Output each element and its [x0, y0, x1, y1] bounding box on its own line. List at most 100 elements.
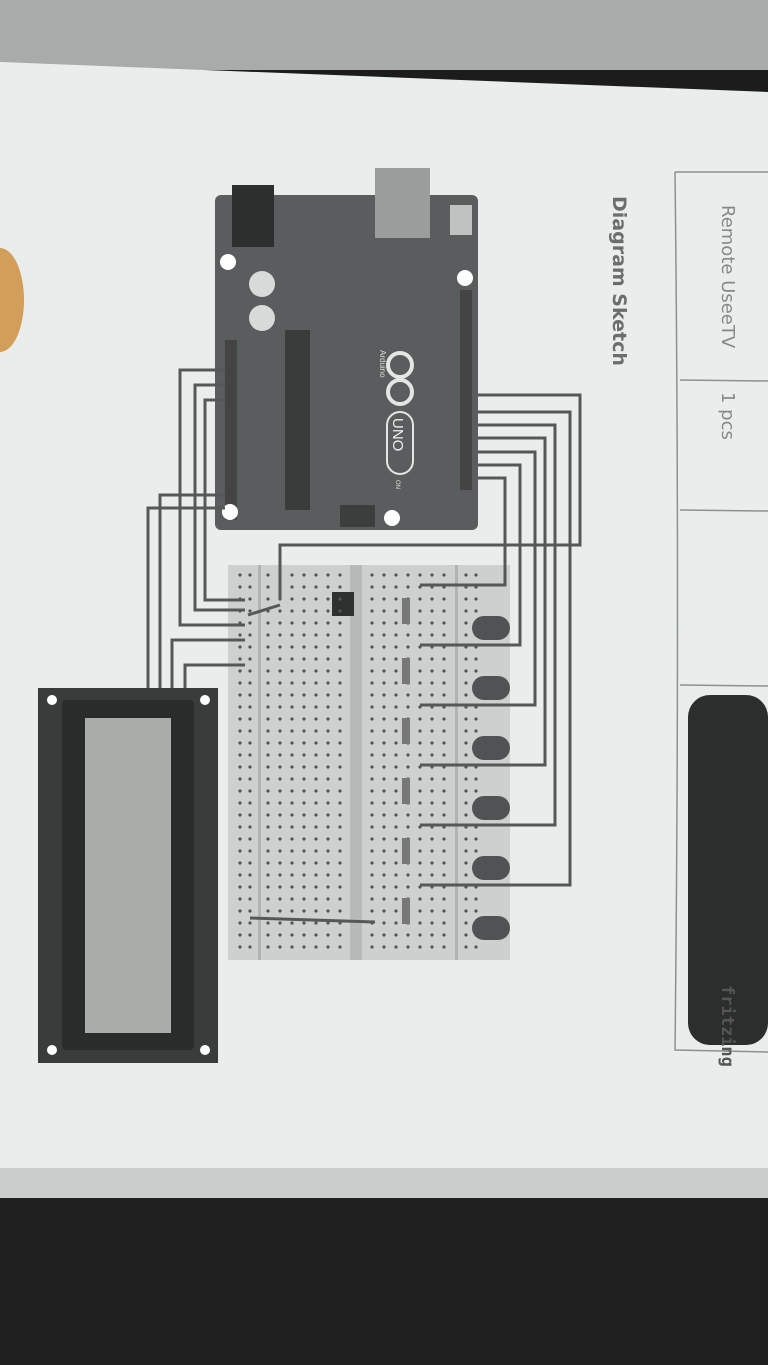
- breadboard-hole: [290, 573, 294, 577]
- breadboard-hole: [338, 621, 342, 625]
- breadboard-hole: [326, 765, 330, 769]
- breadboard-hole: [464, 741, 468, 745]
- breadboard-hole: [406, 705, 410, 709]
- breadboard-hole: [238, 909, 242, 913]
- breadboard-hole: [370, 585, 374, 589]
- breadboard-hole: [326, 849, 330, 853]
- breadboard-hole: [370, 729, 374, 733]
- breadboard-hole: [338, 801, 342, 805]
- breadboard-hole: [326, 741, 330, 745]
- breadboard-hole: [418, 681, 422, 685]
- breadboard-hole: [370, 669, 374, 673]
- breadboard-hole: [394, 825, 398, 829]
- breadboard-hole: [464, 621, 468, 625]
- breadboard-hole: [248, 777, 252, 781]
- breadboard-hole: [290, 729, 294, 733]
- breadboard-hole: [430, 597, 434, 601]
- breadboard-hole: [238, 777, 242, 781]
- breadboard-hole: [326, 657, 330, 661]
- breadboard-hole: [326, 597, 330, 601]
- breadboard-hole: [266, 585, 270, 589]
- breadboard-hole: [290, 909, 294, 913]
- breadboard-hole: [278, 909, 282, 913]
- breadboard: [228, 565, 510, 960]
- breadboard-hole: [382, 765, 386, 769]
- breadboard-hole: [442, 777, 446, 781]
- breadboard-hole: [238, 861, 242, 865]
- breadboard-hole: [290, 741, 294, 745]
- breadboard-hole: [370, 849, 374, 853]
- breadboard-hole: [474, 573, 478, 577]
- breadboard-hole: [248, 645, 252, 649]
- breadboard-hole: [248, 789, 252, 793]
- breadboard-hole: [394, 585, 398, 589]
- breadboard-hole: [442, 801, 446, 805]
- breadboard-hole: [290, 681, 294, 685]
- breadboard-hole: [314, 633, 318, 637]
- breadboard-hole: [382, 825, 386, 829]
- breadboard-hole: [394, 573, 398, 577]
- breadboard-hole: [382, 657, 386, 661]
- breadboard-hole: [406, 813, 410, 817]
- breadboard-hole: [314, 789, 318, 793]
- breadboard-hole: [394, 729, 398, 733]
- bottom-background: [0, 1198, 768, 1365]
- breadboard-hole: [442, 597, 446, 601]
- breadboard-hole: [442, 753, 446, 757]
- breadboard-hole: [382, 801, 386, 805]
- breadboard-hole: [418, 729, 422, 733]
- breadboard-hole: [238, 945, 242, 949]
- breadboard-hole: [464, 753, 468, 757]
- breadboard-hole: [238, 765, 242, 769]
- breadboard-hole: [290, 753, 294, 757]
- breadboard-hole: [430, 573, 434, 577]
- breadboard-hole: [430, 921, 434, 925]
- breadboard-hole: [302, 753, 306, 757]
- breadboard-hole: [442, 681, 446, 685]
- breadboard-hole: [314, 885, 318, 889]
- breadboard-hole: [418, 621, 422, 625]
- reset-button: [450, 205, 472, 235]
- breadboard-hole: [394, 597, 398, 601]
- breadboard-hole: [238, 873, 242, 877]
- breadboard-hole: [238, 705, 242, 709]
- breadboard-hole: [382, 861, 386, 865]
- fritzing-credit: fritzing: [717, 985, 737, 1067]
- breadboard-hole: [290, 669, 294, 673]
- breadboard-hole: [418, 909, 422, 913]
- breadboard-hole: [238, 669, 242, 673]
- breadboard-hole: [418, 741, 422, 745]
- breadboard-hole: [302, 573, 306, 577]
- breadboard-hole: [248, 657, 252, 661]
- breadboard-hole: [338, 885, 342, 889]
- breadboard-hole: [290, 933, 294, 937]
- breadboard-hole: [418, 669, 422, 673]
- breadboard-hole: [248, 933, 252, 937]
- breadboard-hole: [314, 573, 318, 577]
- breadboard-hole: [314, 717, 318, 721]
- breadboard-hole: [338, 813, 342, 817]
- breadboard-hole: [442, 945, 446, 949]
- breadboard-hole: [474, 945, 478, 949]
- breadboard-hole: [326, 705, 330, 709]
- breadboard-hole: [238, 717, 242, 721]
- breadboard-hole: [238, 633, 242, 637]
- breadboard-hole: [238, 693, 242, 697]
- breadboard-hole: [266, 789, 270, 793]
- breadboard-hole: [442, 849, 446, 853]
- breadboard-hole: [238, 753, 242, 757]
- breadboard-hole: [464, 837, 468, 841]
- breadboard-hole: [418, 945, 422, 949]
- breadboard-hole: [430, 909, 434, 913]
- breadboard-hole: [302, 645, 306, 649]
- breadboard-hole: [314, 621, 318, 625]
- breadboard-hole: [248, 681, 252, 685]
- breadboard-hole: [394, 777, 398, 781]
- breadboard-hole: [248, 897, 252, 901]
- resistor: [402, 778, 410, 804]
- breadboard-hole: [418, 873, 422, 877]
- breadboard-hole: [464, 801, 468, 805]
- breadboard-hole: [418, 813, 422, 817]
- breadboard-hole: [302, 801, 306, 805]
- breadboard-hole: [442, 909, 446, 913]
